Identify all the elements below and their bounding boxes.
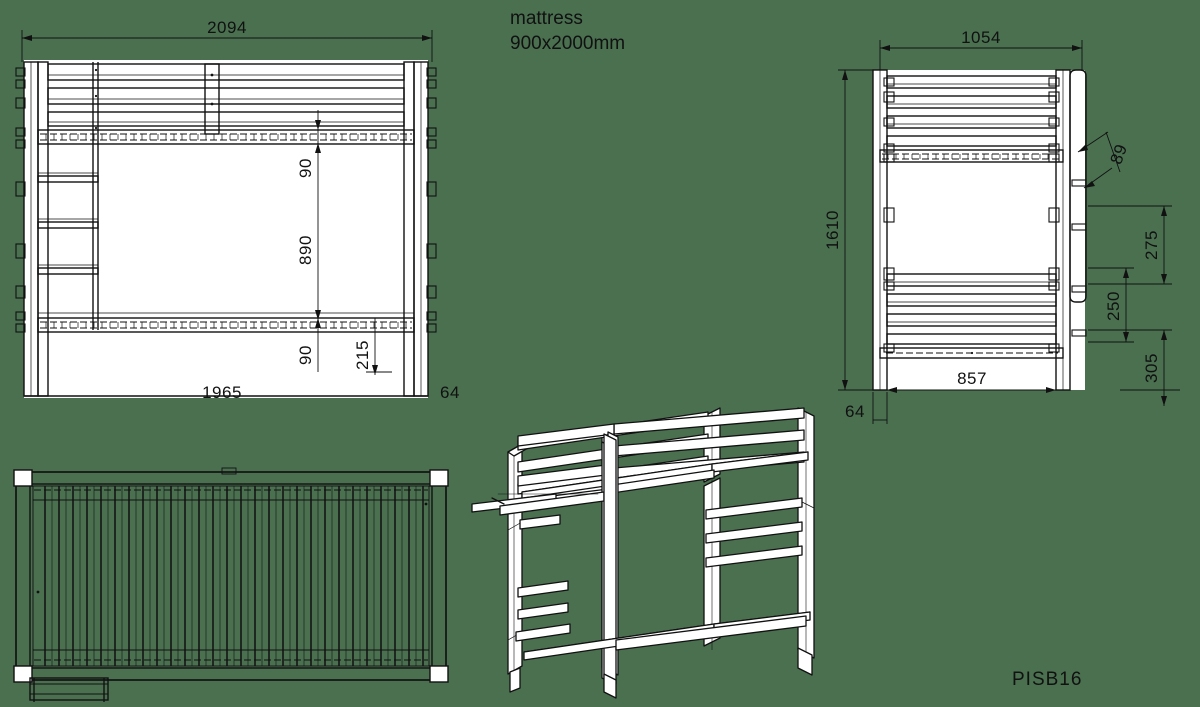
side-post-connectors [883,77,1087,353]
plan-reference-dot [36,590,40,594]
plan-corner-posts [13,469,449,683]
iso-lower-front-beam [615,615,807,651]
dim-rail-gap-305: 305 [1088,329,1180,406]
dim-label-rail-gap-mid: 250 [1104,291,1123,321]
plan-left-rail [15,471,31,681]
plan-slat-gaps [51,486,417,666]
plan-slats [44,486,424,666]
front-post-connectors [15,67,437,333]
upper-guard-rails [47,63,405,127]
mattress-note: mattress 900x2000mm [510,8,625,54]
plan-ladder-detail [29,677,109,702]
front-ladder-rungs [37,172,99,275]
side-lower-guard-rails [886,273,1057,345]
dim-label-lower-slat: 90 [296,345,315,365]
side-elevation-view: 1054 [823,28,1180,424]
upper-slat-deck [37,129,415,145]
dim-side-post-width-64: 64 [845,392,888,424]
dim-lower-slat-90: 90 [296,318,321,372]
iso-bottom-beams [509,647,813,699]
side-upper-slat-deck [879,149,1064,163]
dim-label-rail-gap-upper: 275 [1142,230,1161,260]
plan-center-marker [221,467,237,475]
dim-inner-width-857: 857 [887,369,1056,393]
side-left-post [872,69,888,391]
dim-label-rail-gap-lower: 305 [1142,353,1161,383]
lower-slat-deck [37,312,415,333]
plan-view [13,467,449,702]
dim-overall-length-2094: 2094 [21,18,433,62]
dim-post-width-64: 64 [414,383,460,402]
plan-slat-field [32,485,430,667]
plan-right-rail [431,471,447,681]
plan-reference-dot-2 [424,502,428,506]
side-elevation-body [873,70,1085,390]
iso-lower-left-rails [515,580,571,642]
front-elevation-view: 2094 [15,18,460,402]
dim-label-upper-slat: 90 [296,158,315,178]
dim-label-bunk-clearance: 890 [296,235,315,265]
isometric-view [471,407,815,699]
dim-overall-width-1054: 1054 [879,28,1083,72]
dim-label-floor-clearance: 215 [353,340,372,370]
front-elevation-body [24,60,428,398]
side-rear-post [1069,69,1087,303]
dim-label-inner-length: 1965 [202,383,242,402]
dim-rail-gap-250: 250 [1088,267,1134,343]
dim-label-post-width: 64 [440,383,460,402]
iso-lower-right-rails [705,497,803,568]
side-lower-slat-deck [879,347,1064,359]
dim-overall-height-1610: 1610 [823,69,876,391]
front-ladder-stiles [92,62,99,330]
mattress-note-line1: mattress [510,8,583,29]
dim-label-overall-height: 1610 [823,210,842,250]
product-code-label: PISB16 [1012,669,1082,690]
dim-label-side-post-width: 64 [845,402,865,421]
dim-label-overall-width: 1054 [961,28,1001,47]
dim-floor-clearance-215: 215 [353,318,392,375]
dim-rail-gap-275: 275 [1088,205,1172,285]
mattress-note-line2: 900x2000mm [510,33,625,54]
dim-upper-slat-90: 90 [296,110,321,178]
dim-bunk-clearance-890: 890 [296,143,321,320]
iso-upper-left-rails [517,423,615,487]
dim-inner-length-1965: 1965 [90,383,372,402]
dim-label-overall-length: 2094 [207,18,247,37]
dim-label-inner-width: 857 [957,369,987,388]
